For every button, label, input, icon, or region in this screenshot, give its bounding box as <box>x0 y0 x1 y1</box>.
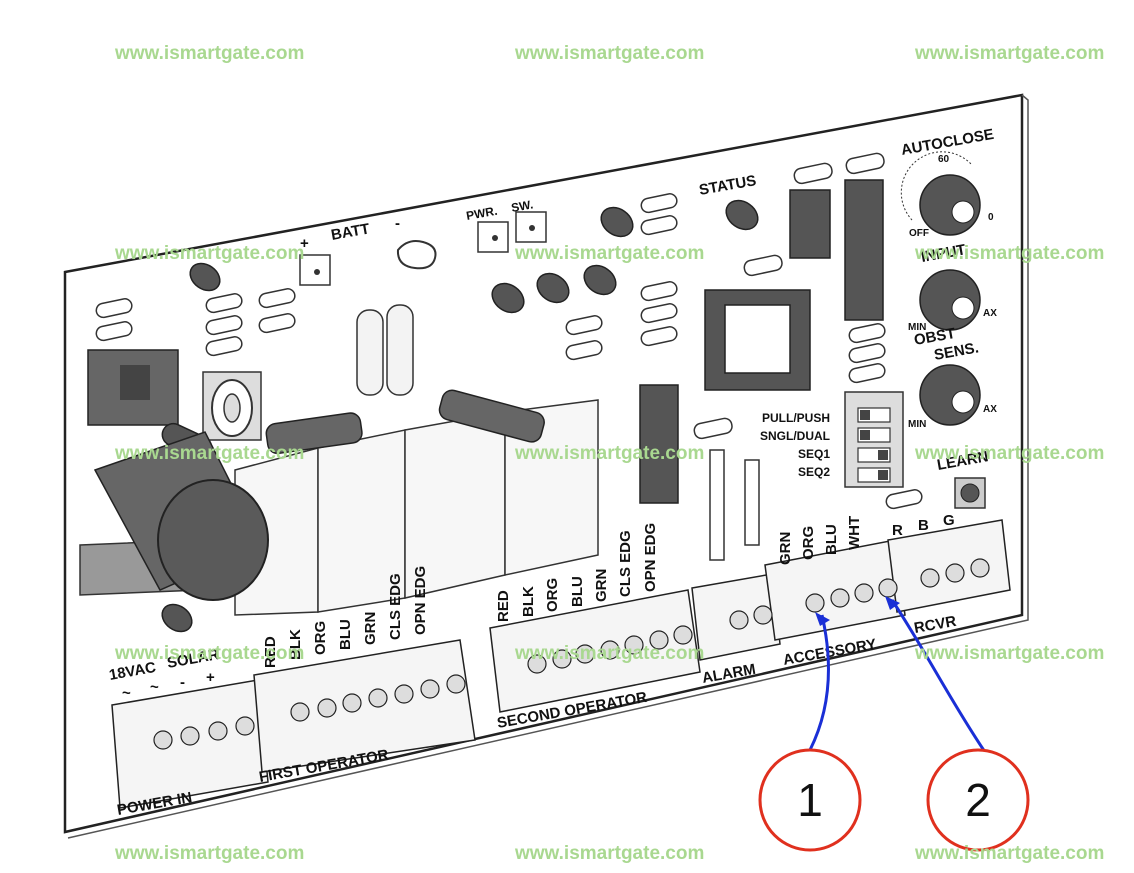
callout-number: 2 <box>965 774 991 826</box>
min-label-1: MIN <box>908 322 926 333</box>
watermark: www.ismartgate.com <box>914 443 1104 464</box>
watermarks: www.ismartgate.com www.ismartgate.com ww… <box>114 43 1104 864</box>
transistors <box>161 199 759 633</box>
batt-label: BATT <box>330 220 371 243</box>
batt-plus-label: + <box>300 235 309 252</box>
autoclose-off-label: OFF <box>909 228 929 239</box>
watermark: www.ismartgate.com <box>114 243 304 264</box>
watermark: www.ismartgate.com <box>914 43 1104 64</box>
accessory-pin: GRN <box>777 532 794 565</box>
accessory-pin: ORG <box>800 526 817 560</box>
pwr-label: PWR. <box>465 204 498 223</box>
second-operator-pin: ORG <box>544 578 561 612</box>
dip-label: SNGL/DUAL <box>760 429 830 443</box>
second-operator-pin: CLS EDG <box>617 530 634 597</box>
callout-circle <box>758 748 862 852</box>
callout-1: 1 <box>758 748 862 852</box>
first-operator-pin: CLS EDG <box>387 573 404 640</box>
callout-2: 2 <box>926 748 1030 852</box>
dip-switch-labels: PULL/PUSH SNGL/DUAL SEQ1 SEQ2 <box>760 411 830 479</box>
watermark: www.ismartgate.com <box>514 843 704 864</box>
dip-label: SEQ1 <box>798 447 830 461</box>
min-label-2: MIN <box>908 419 926 430</box>
second-operator-pin: OPN EDG <box>642 523 659 592</box>
first-operator-pin: BLU <box>337 619 354 650</box>
first-operator-pin: BLK <box>287 629 304 660</box>
first-operator-pin: RED <box>262 636 279 668</box>
power-in-pin: - <box>180 674 185 691</box>
second-operator-pin: BLU <box>569 576 586 607</box>
watermark: www.ismartgate.com <box>114 443 304 464</box>
autoclose-60-label: 60 <box>938 154 950 165</box>
rcvr-pin: B <box>918 517 929 534</box>
callout-circle <box>926 748 1030 852</box>
rcvr-pin: R <box>892 522 903 539</box>
accessory-pin: WHT <box>846 516 863 550</box>
terminal-screws <box>153 558 990 750</box>
first-operator-pin-labels: RED BLK ORG BLU GRN CLS EDG OPN EDG <box>262 566 429 668</box>
batt-minus-label: - <box>395 215 400 232</box>
terminal-blocks <box>111 519 1011 809</box>
watermark: www.ismartgate.com <box>114 843 304 864</box>
max-label-1: AX <box>983 308 997 319</box>
dip-label: PULL/PUSH <box>762 411 830 425</box>
accessory-pin-labels: GRN ORG BLU WHT <box>777 516 863 565</box>
power-in-pin: ~ <box>122 685 131 702</box>
watermark: www.ismartgate.com <box>514 243 704 264</box>
watermark: www.ismartgate.com <box>514 643 704 664</box>
watermark: www.ismartgate.com <box>914 643 1104 664</box>
first-operator-pin: ORG <box>312 621 329 655</box>
sw-label: SW. <box>510 197 534 215</box>
rcvr-pin: G <box>943 512 955 529</box>
watermark: www.ismartgate.com <box>114 643 304 664</box>
watermark: www.ismartgate.com <box>914 843 1104 864</box>
callout-arrows <box>808 599 987 753</box>
accessory-pin: BLU <box>823 524 840 555</box>
watermark: www.ismartgate.com <box>514 443 704 464</box>
power-in-pin: + <box>206 669 215 686</box>
watermark: www.ismartgate.com <box>514 43 704 64</box>
watermark: www.ismartgate.com <box>914 243 1104 264</box>
resistors <box>95 152 923 510</box>
second-operator-pin: GRN <box>593 569 610 602</box>
autoclose-max-label: 0 <box>988 212 994 223</box>
obst-label: OBST <box>913 325 957 349</box>
first-operator-pin: GRN <box>362 612 379 645</box>
second-operator-pin: RED <box>495 590 512 622</box>
potentiometers <box>900 151 981 426</box>
first-operator-pin: OPN EDG <box>412 566 429 635</box>
dip-label: SEQ2 <box>798 465 830 479</box>
max-label-2: AX <box>983 404 997 415</box>
second-operator-pin-labels: RED BLK ORG BLU GRN CLS EDG OPN EDG <box>495 523 659 622</box>
watermark: www.ismartgate.com <box>114 43 304 64</box>
second-operator-pin: BLK <box>520 586 537 617</box>
callout-number: 1 <box>797 774 823 826</box>
power-in-pin: ~ <box>150 679 159 696</box>
